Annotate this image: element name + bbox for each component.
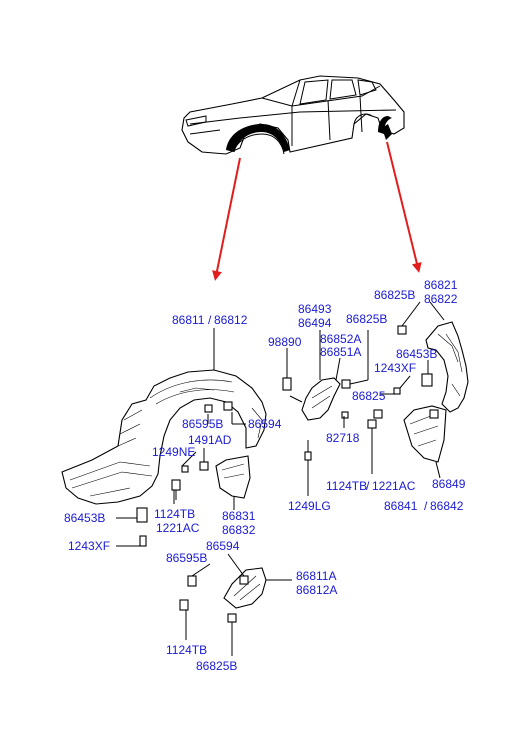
callout-arrows [212, 141, 422, 281]
part-labels: 86811 / 86812 86595B 86594 1491AD 1249NE… [64, 278, 466, 673]
label-1249NE: 1249NE [152, 445, 195, 459]
label-1249LG: 1249LG [288, 499, 331, 513]
label-1243XF-right: 1243XF [374, 361, 416, 375]
label-86811A: 86811A [296, 569, 336, 583]
label-slash-right: / [424, 499, 428, 513]
label-86849: 86849 [432, 477, 466, 491]
label-1243XF: 1243XF [68, 539, 110, 553]
label-86811: 86811 [172, 313, 205, 327]
label-86453B: 86453B [64, 511, 105, 525]
label-86825B-mid: 86825B [346, 312, 387, 326]
label-86453B-right: 86453B [396, 347, 437, 361]
label-1124TB: 1124TB [154, 507, 195, 521]
label-1221AC: 1221AC [156, 521, 200, 535]
rear-mud-guard [403, 405, 447, 463]
label-86831: 86831 [222, 509, 256, 523]
front-arrow [212, 157, 241, 281]
label-98890: 98890 [268, 335, 302, 349]
label-86825B-bottom: 86825B [196, 659, 237, 673]
label-86825: 86825 [352, 389, 386, 403]
label-slash-mid: / [366, 479, 370, 493]
leader-lines [116, 301, 445, 656]
label-86494: 86494 [298, 316, 332, 330]
label-86841: 86841 [384, 499, 418, 513]
label-86595B: 86595B [182, 417, 223, 431]
label-86822: 86822 [424, 292, 458, 306]
label-1124TB-bottom: 1124TB [166, 643, 207, 657]
label-1124TB-mid: 1124TB [326, 479, 367, 493]
label-86812: 86812 [214, 313, 248, 327]
label-86594: 86594 [248, 417, 282, 431]
bottom-bracket-assembly [179, 567, 267, 623]
label-slash: / [208, 313, 212, 327]
label-86821: 86821 [424, 278, 458, 292]
label-86842: 86842 [430, 499, 464, 513]
label-1491AD: 1491AD [188, 433, 232, 447]
label-86493: 86493 [298, 302, 332, 316]
rear-wheel-guard [425, 321, 469, 413]
label-1221AC-mid: 1221AC [372, 479, 416, 493]
front-wheel-guard-assembly [61, 369, 267, 547]
label-86594-bottom: 86594 [206, 539, 240, 553]
label-86832: 86832 [222, 523, 256, 537]
rear-arrow [386, 141, 422, 273]
front-wheel-guard [61, 369, 267, 505]
front-mud-guard [215, 455, 251, 499]
label-86852A: 86852A [320, 332, 361, 346]
rear-wheel-guard-assembly [393, 321, 469, 463]
label-86595B-bottom: 86595B [166, 551, 207, 565]
car-illustration [181, 75, 405, 155]
front-fasteners [171, 401, 233, 500]
label-86851A: 86851A [320, 345, 361, 359]
label-82718: 82718 [326, 431, 360, 445]
splash-bracket [301, 377, 341, 421]
label-86812A: 86812A [296, 583, 337, 597]
label-86825B-top: 86825B [374, 288, 415, 302]
guard-bracket [223, 567, 267, 609]
